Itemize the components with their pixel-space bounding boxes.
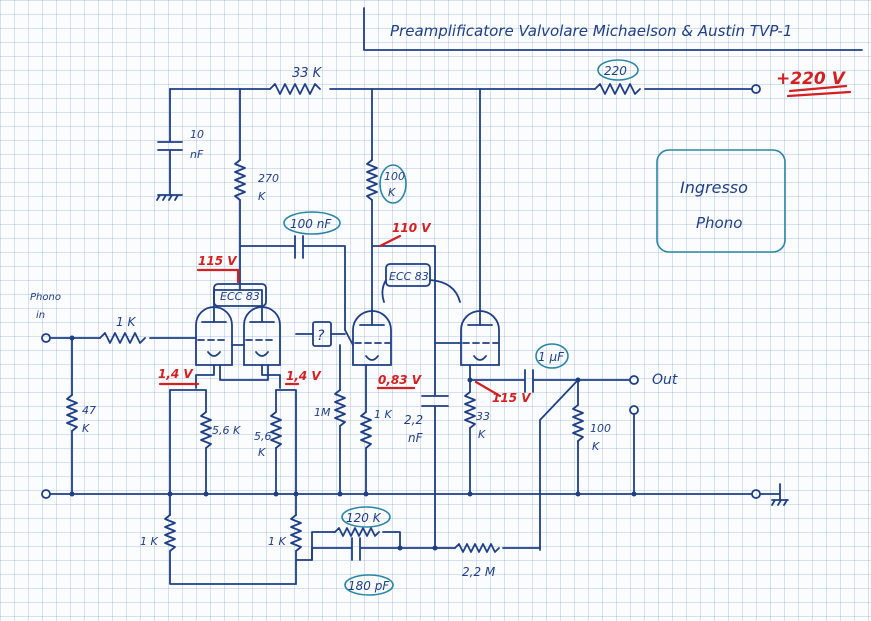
- resistor-270k: 270 K: [234, 88, 279, 281]
- feedback-network: 1 K 1 K 120 K 180 pF 2,2 M: [140, 493, 541, 596]
- resistor-33k-cathode-value: 33: [476, 410, 490, 423]
- voltage-110v: 110 V: [392, 221, 432, 235]
- ingresso-phono-box: Ingresso Phono: [656, 149, 786, 253]
- resistor-5-6k-a-label: 5,6 K: [212, 424, 241, 437]
- tube-v2-label: ECC 83: [389, 270, 429, 283]
- voltage-1-4v-b: 1,4 V: [286, 369, 322, 383]
- resistor-100k-out-unit: K: [592, 440, 600, 453]
- output-stage: 1 µF Out 100 K: [469, 343, 678, 551]
- supply-voltage-label: +220 V: [776, 69, 847, 89]
- tube-v1: ECC 83: [195, 279, 281, 389]
- phono-input: Phono in 1 K 47 K: [30, 292, 197, 495]
- capacitor-10nf-unit: nF: [190, 148, 204, 161]
- capacitor-100nf: 100 nF: [239, 211, 346, 331]
- box-label-line1: Ingresso: [680, 178, 748, 197]
- resistor-33k-cathode-unit: K: [478, 428, 486, 441]
- supply-rail: 33 K 220 +220 V: [169, 59, 852, 98]
- resistor-270k-value: 270: [258, 172, 279, 185]
- resistor-47k-unit: K: [82, 422, 90, 435]
- tube-v1-label: ECC 83: [220, 290, 260, 303]
- resistor-5-6k-b-unit: K: [258, 446, 266, 459]
- input-label-line2: in: [36, 310, 45, 321]
- resistor-1k-in-label: 1 K: [116, 315, 136, 329]
- resistor-47k-value: 47: [82, 404, 96, 417]
- cathode-network-v1: 5,6 K 5,6 K: [169, 389, 297, 495]
- resistor-2-2m-label: 2,2 M: [462, 565, 496, 579]
- input-label-line1: Phono: [30, 292, 61, 303]
- resistor-1m-label: 1M: [314, 406, 331, 419]
- resistor-100k-plate: 100 K: [366, 88, 407, 311]
- capacitor-2-2nf: 2,2 nF: [371, 245, 449, 549]
- unknown-component: ?: [295, 321, 346, 347]
- resistor-33k-label: 33 K: [292, 66, 323, 81]
- capacitor-2-2nf-unit: nF: [408, 431, 424, 445]
- capacitor-2-2nf-value: 2,2: [404, 413, 423, 427]
- capacitor-180pf-label: 180 pF: [348, 579, 390, 593]
- voltage-115v-cathode: 115 V: [492, 391, 532, 405]
- voltage-115v-top: 115 V: [198, 254, 238, 268]
- resistor-220-label: 220: [604, 64, 627, 78]
- tube-v2: 1 K 1M ECC 83: [314, 263, 461, 495]
- schematic-title: Preamplificatore Valvolare Michaelson & …: [390, 22, 792, 40]
- capacitor-100nf-label: 100 nF: [290, 217, 332, 231]
- voltage-0-83v: 0,83 V: [378, 373, 423, 387]
- resistor-100k-out-value: 100: [590, 422, 611, 435]
- resistor-1k-fb-b-label: 1 K: [268, 535, 286, 548]
- tube-v3: 33 K: [434, 309, 500, 495]
- title-box: Preamplificatore Valvolare Michaelson & …: [363, 7, 863, 51]
- capacitor-10nf-value: 10: [190, 128, 204, 141]
- voltage-annotations: 115 V 110 V 1,4 V 1,4 V 0,83 V 115 V: [158, 221, 532, 405]
- box-label-line2: Phono: [696, 214, 742, 232]
- resistor-5-6k-b-value: 5,6: [254, 430, 272, 443]
- resistor-1k-cathode-label: 1 K: [374, 408, 392, 421]
- resistor-100k-unit: K: [388, 186, 396, 199]
- resistor-120k-label: 120 K: [346, 511, 382, 525]
- voltage-1-4v-a: 1,4 V: [158, 367, 194, 381]
- capacitor-10nf: 10 nF: [156, 88, 204, 201]
- question-mark: ?: [317, 328, 325, 344]
- resistor-1k-fb-a-label: 1 K: [140, 535, 158, 548]
- resistor-100k-value: 100: [384, 170, 405, 183]
- capacitor-1uf-label: 1 µF: [538, 350, 565, 364]
- resistor-270k-unit: K: [258, 190, 266, 203]
- output-label: Out: [652, 372, 678, 388]
- ground-rail: [41, 483, 789, 506]
